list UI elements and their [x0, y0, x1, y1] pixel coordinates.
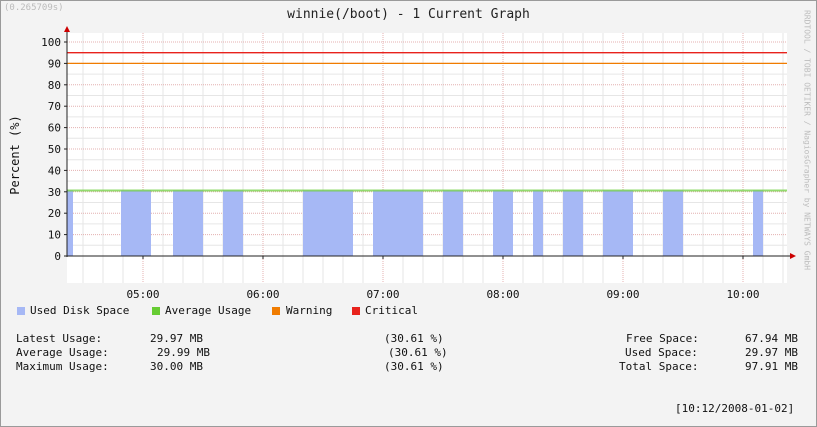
y-tick-label: 10: [48, 229, 61, 242]
y-tick-label: 60: [48, 122, 61, 135]
stat-latest-pct: (30.61 %): [384, 332, 444, 345]
used-disk-bar: [603, 190, 633, 256]
legend-swatch-average: [152, 307, 160, 315]
used-disk-bar: [663, 190, 683, 256]
used-disk-bar: [493, 190, 513, 256]
used-disk-bar: [443, 190, 463, 256]
y-axis-arrow: [64, 26, 70, 32]
x-axis-arrow: [790, 253, 796, 259]
stat-average-pct: (30.61 %): [388, 346, 448, 359]
stat-total-value: 97.91 MB: [745, 360, 798, 373]
legend-label-used: Used Disk Space: [30, 304, 130, 317]
legend-label-warning: Warning: [286, 304, 333, 317]
render-time: (0.265709s): [4, 3, 64, 13]
y-tick-label: 0: [54, 250, 61, 263]
legend-swatch-used: [17, 307, 25, 315]
x-tick-label: 09:00: [606, 288, 639, 301]
timestamp: [10:12/2008-01-02]: [675, 402, 795, 415]
y-tick-label: 20: [48, 207, 61, 220]
x-tick-label: 08:00: [486, 288, 519, 301]
stat-used-label: Used Space:: [625, 346, 698, 359]
used-disk-bar: [753, 190, 763, 256]
used-disk-bar: [173, 190, 203, 256]
used-disk-bar: [563, 190, 583, 256]
stat-average-label: Average Usage:: [16, 346, 109, 359]
stat-total-label: Total Space:: [619, 360, 699, 373]
legend-swatch-critical: [352, 307, 360, 315]
stat-free-label: Free Space:: [626, 332, 699, 345]
y-tick-label: 30: [48, 186, 61, 199]
x-tick-label: 10:00: [726, 288, 759, 301]
y-tick-label: 100: [41, 36, 61, 49]
chart-title: winnie(/boot) - 1 Current Graph: [287, 7, 530, 22]
used-disk-bar: [533, 190, 543, 256]
stat-latest-label: Latest Usage:: [16, 332, 103, 345]
used-disk-bar: [67, 190, 73, 256]
stat-free-value: 67.94 MB: [745, 332, 798, 345]
used-disk-bar: [223, 190, 243, 256]
x-tick-label: 07:00: [366, 288, 399, 301]
used-disk-bar: [303, 190, 353, 256]
y-tick-label: 80: [48, 79, 61, 92]
stat-maximum-label: Maximum Usage:: [16, 360, 109, 373]
used-disk-bar: [373, 190, 423, 256]
y-tick-label: 90: [48, 57, 61, 70]
legend-label-average: Average Usage: [165, 304, 252, 317]
stat-maximum-value: 30.00 MB: [150, 360, 203, 373]
x-tick-label: 05:00: [126, 288, 159, 301]
stat-average-value: 29.99 MB: [157, 346, 210, 359]
used-disk-bar: [121, 190, 151, 256]
y-tick-label: 50: [48, 143, 61, 156]
y-tick-label: 40: [48, 164, 61, 177]
stat-latest-value: 29.97 MB: [150, 332, 203, 345]
stat-maximum-pct: (30.61 %): [384, 360, 444, 373]
legend-label-critical: Critical: [365, 304, 418, 317]
y-tick-label: 70: [48, 100, 61, 113]
stat-used-value: 29.97 MB: [745, 346, 798, 359]
legend-swatch-warning: [272, 307, 280, 315]
x-tick-label: 06:00: [246, 288, 279, 301]
